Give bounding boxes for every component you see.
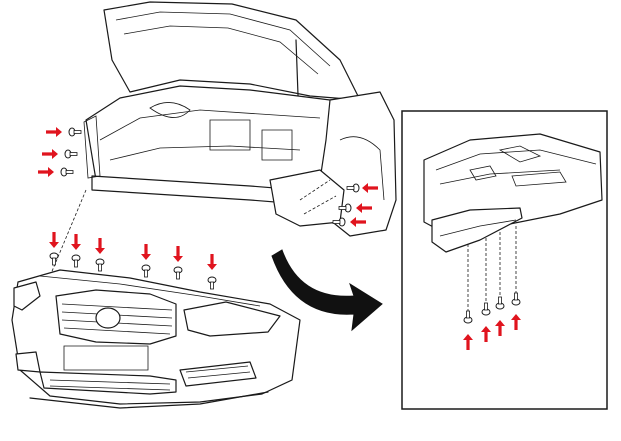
right-headlamp: [183, 301, 281, 337]
screw-clip-icon: [207, 276, 217, 290]
red-arrow-icon: [71, 234, 81, 250]
red-arrow-icon: [95, 238, 105, 254]
left-side-fasteners: [38, 127, 82, 177]
emblem: [95, 307, 121, 329]
fog-lamp-right: [179, 361, 257, 387]
detail-undertray: [431, 207, 523, 253]
screw-clip-icon: [68, 127, 82, 137]
car-front-view: [39, 1, 397, 301]
screw-clip-icon: [49, 252, 59, 266]
red-arrow-icon: [141, 244, 151, 260]
red-arrow-icon: [207, 254, 217, 270]
detail-view: [401, 110, 608, 410]
curved-arrow-icon: [271, 249, 383, 332]
lower-intake: [39, 371, 177, 395]
red-arrow-icon: [49, 232, 59, 248]
screw-clip-icon: [173, 266, 183, 280]
screw-clip-icon: [60, 167, 74, 177]
fog-lamp-left: [15, 351, 41, 373]
red-arrow-icon: [46, 127, 62, 137]
front-bumper: [11, 269, 301, 409]
screw-clip-icon: [71, 254, 81, 268]
red-arrow-icon: [42, 149, 58, 159]
red-arrow-icon: [173, 246, 183, 262]
left-headlamp: [13, 281, 41, 311]
screw-clip-icon: [141, 264, 151, 278]
license-plate-area: [63, 345, 149, 371]
screw-clip-icon: [95, 258, 105, 272]
screw-clip-icon: [64, 149, 78, 159]
red-arrow-icon: [38, 167, 54, 177]
open-hood: [103, 1, 361, 101]
